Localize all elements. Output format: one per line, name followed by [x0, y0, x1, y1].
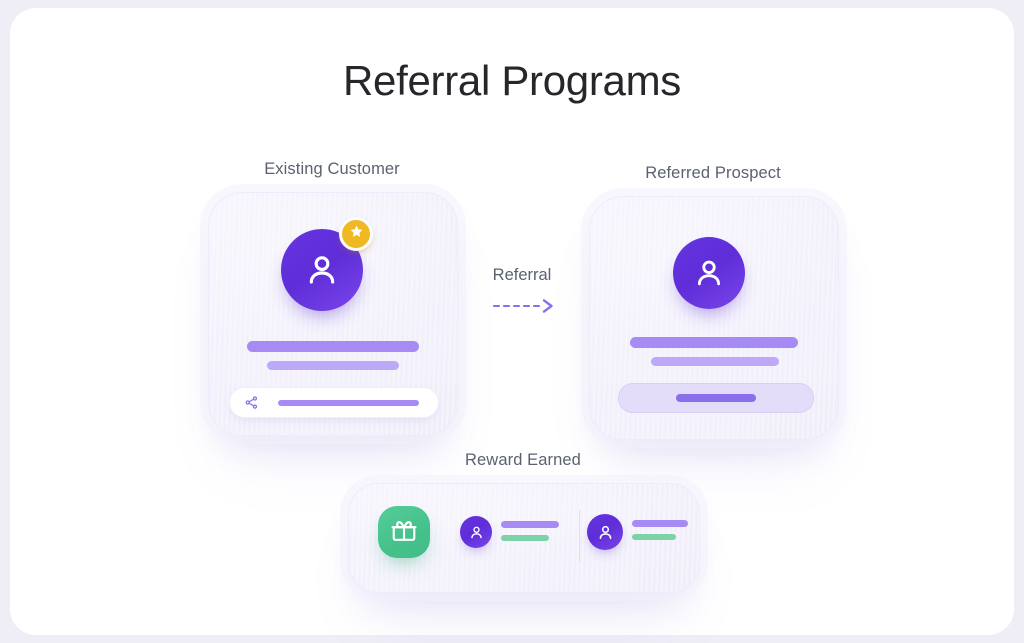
referral-label: Referral — [492, 266, 552, 284]
reward-earned-label: Reward Earned — [465, 451, 581, 469]
user-icon — [691, 255, 727, 291]
star-icon — [349, 224, 364, 244]
referred-prospect-label: Referred Prospect — [645, 164, 781, 182]
referred-prospect-card[interactable] — [589, 196, 839, 440]
name-placeholder-bar — [247, 341, 419, 352]
existing-customer-label: Existing Customer — [264, 160, 400, 178]
referred-prospect-block: Referred Prospect — [573, 164, 853, 454]
referral-connector: Referral — [470, 266, 574, 319]
share-icon — [244, 395, 259, 410]
subtitle-placeholder-bar — [651, 357, 779, 366]
reward-row-divider — [579, 510, 580, 562]
reward-row-primary-bar — [501, 521, 559, 528]
reward-row-avatar[interactable] — [587, 514, 623, 550]
reward-gift-tile[interactable] — [378, 506, 430, 558]
reward-row-secondary-bar — [632, 534, 676, 540]
name-placeholder-bar — [630, 337, 798, 348]
user-icon — [468, 524, 485, 541]
dashed-arrow-right-icon — [470, 298, 574, 319]
button-label-placeholder-bar — [676, 394, 756, 402]
user-icon — [596, 523, 615, 542]
user-icon — [302, 250, 342, 290]
page-surface: Referral Programs Existing Customer — [10, 8, 1014, 635]
reward-earned-block: Reward Earned — [340, 451, 706, 611]
referred-prospect-avatar[interactable] — [673, 237, 745, 309]
page-title: Referral Programs — [343, 57, 681, 104]
existing-customer-block: Existing Customer — [192, 160, 472, 450]
prospect-action-button[interactable] — [618, 383, 814, 413]
subtitle-placeholder-bar — [267, 361, 399, 370]
reward-row-secondary-bar — [501, 535, 549, 541]
referral-link-placeholder-bar — [278, 400, 419, 406]
reward-row-primary-bar — [632, 520, 688, 527]
reward-row-avatar[interactable] — [460, 516, 492, 548]
gift-icon — [390, 516, 418, 549]
existing-customer-card[interactable] — [208, 192, 458, 436]
reward-earned-card[interactable] — [348, 483, 700, 593]
star-badge — [339, 217, 373, 251]
referral-link-field[interactable] — [229, 387, 439, 418]
